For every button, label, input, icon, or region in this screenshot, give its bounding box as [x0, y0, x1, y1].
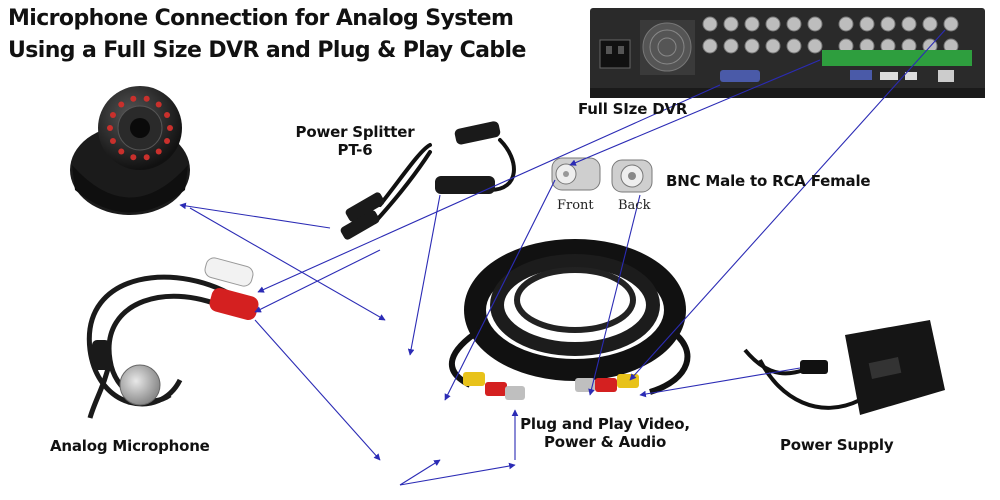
diagram-title-line-1: Microphone Connection for Analog System — [8, 6, 514, 31]
bnc-adapter-label: BNC Male to RCA Female — [666, 172, 871, 190]
ir-led-icon — [143, 95, 150, 102]
power-adapter-icon — [743, 320, 945, 415]
ir-led-icon — [167, 125, 173, 131]
bnc-port-icon — [723, 38, 739, 54]
connection-arrows — [179, 29, 946, 486]
ir-led-icon — [143, 154, 150, 161]
bnc-port-icon — [807, 16, 823, 32]
bnc-port-icon — [786, 38, 802, 54]
bnc-port-icon — [786, 16, 802, 32]
bnc-port-icon — [859, 16, 875, 32]
microphone-label: Analog Microphone — [50, 437, 210, 455]
ir-led-icon — [155, 101, 162, 108]
bnc-port-icon — [807, 38, 823, 54]
power-splitter-label: Power Splitter PT-6 — [290, 123, 420, 159]
diagram-title-line-2: Using a Full Size DVR and Plug & Play Ca… — [8, 38, 526, 63]
bnc-port-icon — [943, 16, 959, 32]
microphone-icon — [86, 257, 259, 419]
bnc-port-icon — [702, 16, 718, 32]
bnc-port-icon — [838, 16, 854, 32]
power-splitter-icon — [340, 121, 516, 240]
ir-led-icon — [164, 111, 171, 118]
bnc-port-icon — [744, 38, 760, 54]
power-splitter-name: Power Splitter — [295, 123, 415, 141]
bnc-front-label: Front — [557, 198, 594, 213]
ir-led-icon — [107, 125, 113, 131]
ir-led-icon — [130, 154, 137, 161]
bnc-port-icon — [901, 16, 917, 32]
cable-label: Plug and Play Video, Power & Audio — [500, 415, 710, 451]
bnc-port-icon — [880, 16, 896, 32]
ir-led-icon — [109, 111, 116, 118]
power-supply-label: Power Supply — [780, 436, 894, 454]
bnc-back-label: Back — [618, 198, 651, 213]
dome-camera-icon — [70, 86, 190, 215]
power-splitter-model: PT-6 — [337, 141, 373, 159]
bnc-port-icon — [765, 16, 781, 32]
ir-led-icon — [130, 95, 137, 102]
dvr-label: Full SIze DVR — [578, 100, 688, 118]
bnc-adapter-icon — [551, 157, 653, 193]
cable-label-line-2: Power & Audio — [543, 433, 667, 451]
cable-coil-icon — [448, 239, 691, 400]
ir-led-icon — [164, 138, 171, 145]
ir-led-icon — [118, 101, 125, 108]
dvr-icon — [590, 8, 985, 98]
cable-label-line-1: Plug and Play Video, — [520, 415, 690, 433]
bnc-port-icon — [744, 16, 760, 32]
bnc-port-icon — [765, 38, 781, 54]
bnc-port-icon — [702, 38, 718, 54]
ir-led-icon — [109, 138, 116, 145]
bnc-port-icon — [922, 16, 938, 32]
ir-led-icon — [155, 148, 162, 155]
ir-led-icon — [118, 148, 125, 155]
bnc-port-icon — [723, 16, 739, 32]
